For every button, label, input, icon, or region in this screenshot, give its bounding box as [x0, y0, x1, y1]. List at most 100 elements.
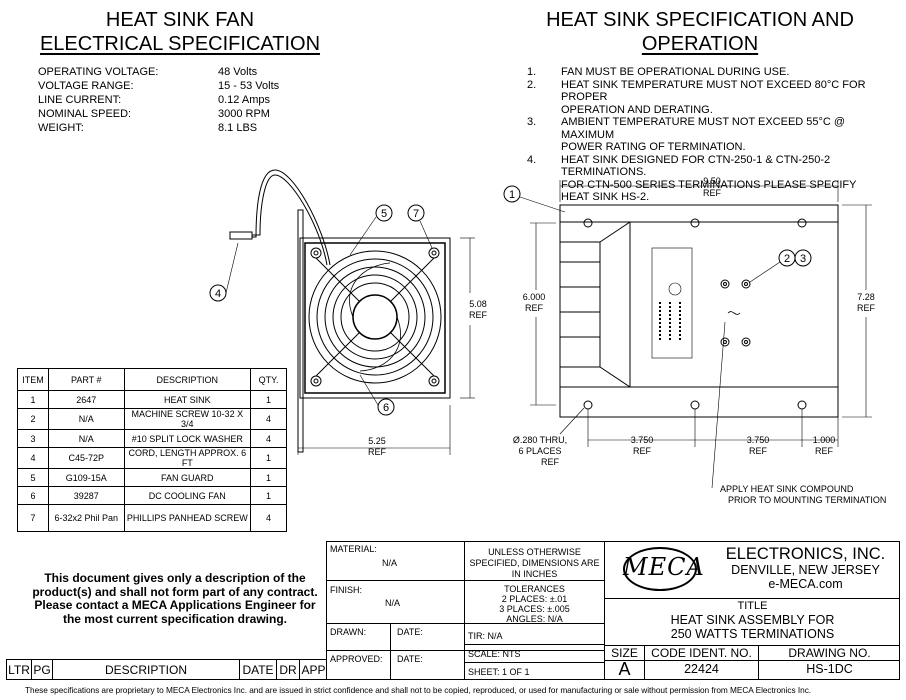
note-text: HEAT SINK DESIGNED FOR CTN-250-1 & CTN-2… [561, 153, 857, 204]
spec-label: NOMINAL SPEED: [38, 108, 132, 120]
tir: TIR: N/A [468, 631, 503, 641]
cell: 6 [17, 486, 49, 505]
dimension-c-ref: REF [815, 446, 834, 456]
material-value: N/A [382, 558, 398, 568]
approved-label: APPROVED: [330, 654, 383, 664]
cell: HEAT SINK [123, 390, 252, 409]
disclaimer-line: the most current specification drawing. [62, 611, 288, 626]
callout-6: 6 [383, 402, 389, 414]
cell: C45-72P [47, 447, 125, 469]
table-header-row: ITEM PART # DESCRIPTION QTY. [17, 368, 287, 391]
dimension-b-ref: REF [749, 446, 768, 456]
top-dimension: 9.50 [703, 176, 721, 186]
cell: G109-15A [47, 468, 125, 487]
rev-pg: PG [33, 663, 51, 677]
drawn-label: DRAWN: [330, 627, 367, 637]
meca-logo-text: MECA [623, 553, 705, 581]
rev-app: APP [301, 663, 326, 677]
cell: FAN GUARD [123, 468, 252, 487]
cell: PHILLIPS PANHEAD SCREW [123, 504, 252, 532]
scale: SCALE: NTS [468, 649, 521, 659]
cell: CORD, LENGTH APPROX. 6 FT [123, 447, 252, 469]
cell: 1 [250, 468, 287, 487]
sheet: SHEET: 1 OF 1 [468, 667, 530, 677]
height-ref: REF [469, 310, 488, 320]
right-title: HEAT SINK SPECIFICATION AND OPERATION [520, 8, 880, 56]
tolerances: TOLERANCES 2 PLACES: ±.01 3 PLACES: ±.00… [465, 584, 604, 624]
spec-value: 15 - 53 Volts [218, 80, 280, 92]
meca-logo [623, 547, 697, 591]
cell: 7 [17, 504, 49, 532]
dimension-b: 3.750 [747, 435, 770, 445]
cell: N/A [47, 408, 125, 430]
cell: 2647 [47, 390, 125, 409]
size-value: A [618, 659, 631, 679]
cell: 1 [250, 390, 287, 409]
spec-value: 48 Volts [218, 66, 258, 78]
note-text: FAN MUST BE OPERATIONAL DURING USE. [561, 66, 790, 78]
hole-places: 6 PLACES [518, 446, 561, 456]
cell: MACHINE SCREW 10-32 X 3/4 [123, 408, 252, 430]
note-text: HEAT SINK TEMPERATURE MUST NOT EXCEED 80… [561, 78, 866, 116]
note-number: 1. [527, 66, 537, 78]
material-label: MATERIAL: [330, 544, 377, 554]
cell: 4 [250, 504, 287, 532]
hole-ref: REF [541, 457, 560, 467]
electrical-specs: OPERATING VOLTAGE:48 Volts VOLTAGE RANGE… [38, 65, 298, 135]
tolerance-line: TOLERANCES [504, 584, 565, 594]
outer-height-ref: REF [857, 303, 876, 313]
callout-4: 4 [215, 288, 221, 300]
title-label: TITLE [737, 600, 768, 612]
note-number: 4. [527, 153, 537, 166]
revision-block: LTR PG DESCRIPTION DATE DR APP [6, 659, 327, 680]
dimension-c: 1.000 [813, 435, 836, 445]
cell: 6-32x2 Phil Pan [47, 504, 125, 532]
cell: N/A [47, 429, 125, 448]
tolerance-line: ANGLES: N/A [506, 614, 563, 624]
code-ident-value: 22424 [684, 662, 719, 676]
drawn-date-label: DATE: [397, 627, 423, 637]
cell: 4 [250, 408, 287, 430]
heat-sink-drawing: 1 2 3 9.50 REF 6.000 REF 7.28 REF Ø.280 … [503, 176, 886, 505]
title-block: MATERIAL: N/A FINISH: N/A DRAWN: DATE: A… [326, 541, 900, 680]
cell: 1 [17, 390, 49, 409]
cell: 4 [17, 447, 49, 469]
drawing-title-line: 250 WATTS TERMINATIONS [670, 627, 835, 641]
company-location: DENVILLE, NEW JERSEY [731, 563, 880, 577]
header-part: PART # [47, 368, 125, 391]
outer-height-dimension: 7.28 [857, 292, 875, 302]
spec-label: LINE CURRENT: [38, 94, 122, 106]
right-title-line2: OPERATION [641, 33, 759, 55]
disclaimer-line: product(s) and shall not form part of an… [32, 584, 318, 599]
spec-label: WEIGHT: [38, 122, 84, 134]
size-label: SIZE [611, 646, 638, 660]
cell: 1 [250, 447, 287, 469]
header-description: DESCRIPTION [123, 368, 252, 391]
inner-height-ref: REF [525, 303, 544, 313]
header-qty: QTY. [250, 368, 287, 391]
width-dimension: 5.25 [368, 436, 386, 446]
tolerance-line: 2 PLACES: ±.01 [501, 594, 568, 604]
spec-value: 3000 RPM [218, 108, 270, 120]
finish-label: FINISH: [330, 585, 363, 595]
cell: DC COOLING FAN [123, 486, 252, 505]
cell: 5 [17, 468, 49, 487]
cell: 4 [250, 429, 287, 448]
disclaimer-line: This document gives only a description o… [44, 571, 306, 585]
cell: 2 [17, 408, 49, 430]
note-number: 2. [527, 78, 537, 91]
note-text: AMBIENT TEMPERATURE MUST NOT EXCEED 55°C… [561, 116, 846, 153]
drawing-title-line: HEAT SINK ASSEMBLY FOR [670, 613, 835, 627]
spec-label: OPERATING VOLTAGE: [38, 66, 159, 78]
operation-notes: 1. FAN MUST BE OPERATIONAL DURING USE. 2.… [527, 66, 897, 204]
cell: 39287 [47, 486, 125, 505]
rev-ltr: LTR [8, 663, 30, 677]
cell: 3 [17, 429, 49, 448]
unless-line: UNLESS OTHERWISE [488, 547, 581, 557]
